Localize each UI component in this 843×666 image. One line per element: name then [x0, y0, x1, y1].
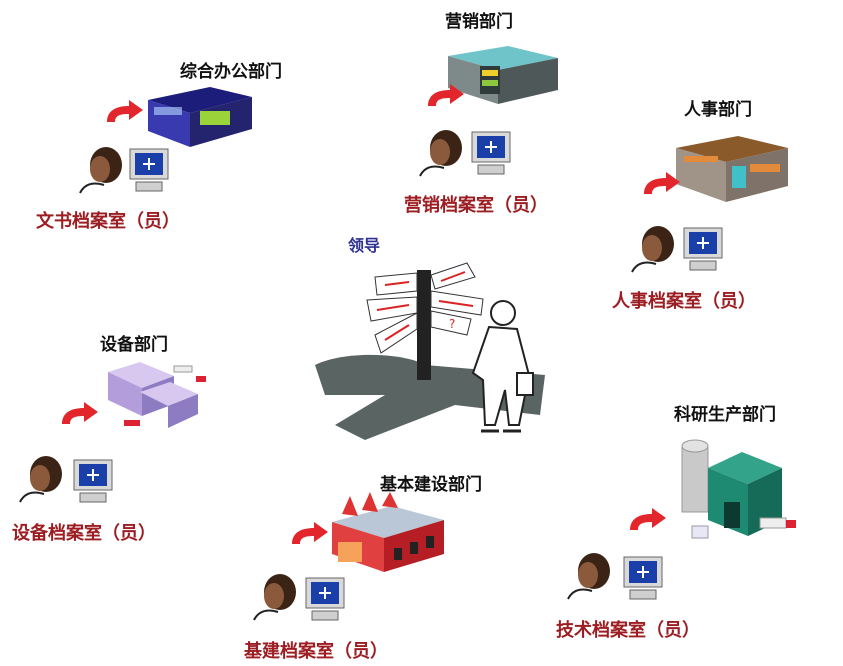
department-label-hr: 人事部门 — [684, 100, 752, 120]
computer-icon — [470, 130, 512, 176]
computer-icon — [304, 576, 346, 622]
computer-icon — [622, 555, 664, 601]
archive-label-technical: 技术档案室（员） — [556, 620, 700, 641]
archive-label-equipment: 设备档案室（员） — [12, 523, 156, 544]
archivist-person-icon — [252, 574, 300, 621]
archivist-person-icon — [78, 147, 126, 194]
curved-arrow-icon — [58, 400, 100, 426]
computer-icon — [128, 147, 170, 193]
office-building-icon — [140, 85, 258, 153]
plant-silo-icon — [678, 432, 800, 548]
svg-text:?: ? — [449, 317, 455, 331]
archivist-person-icon — [566, 553, 614, 600]
curved-arrow-icon — [626, 506, 668, 532]
leader-signpost-illustration: ? — [305, 255, 555, 445]
curved-arrow-icon — [640, 170, 682, 196]
department-label-marketing: 营销部门 — [445, 12, 513, 32]
archivist-person-icon — [418, 130, 466, 177]
archive-label-documents: 文书档案室（员） — [36, 211, 180, 232]
factory-icon — [328, 492, 448, 576]
department-label-construction: 基本建设部门 — [380, 475, 482, 495]
curved-arrow-icon — [288, 520, 330, 546]
department-label-general-office: 综合办公部门 — [180, 62, 282, 82]
department-label-rnd-production: 科研生产部门 — [674, 405, 776, 425]
curved-arrow-icon — [424, 82, 466, 108]
server-rack-icon — [100, 358, 210, 434]
leader-label: 领导 — [348, 236, 381, 255]
archivist-person-icon — [18, 456, 66, 503]
archive-label-construction: 基建档案室（员） — [244, 641, 388, 662]
archivist-person-icon — [630, 226, 678, 273]
computer-icon — [72, 458, 114, 504]
archive-label-hr: 人事档案室（员） — [612, 291, 756, 312]
curved-arrow-icon — [103, 98, 145, 124]
office-building-icon — [672, 134, 792, 210]
department-label-equipment: 设备部门 — [100, 335, 168, 355]
archive-label-marketing: 营销档案室（员） — [404, 195, 548, 216]
computer-icon — [682, 226, 724, 272]
